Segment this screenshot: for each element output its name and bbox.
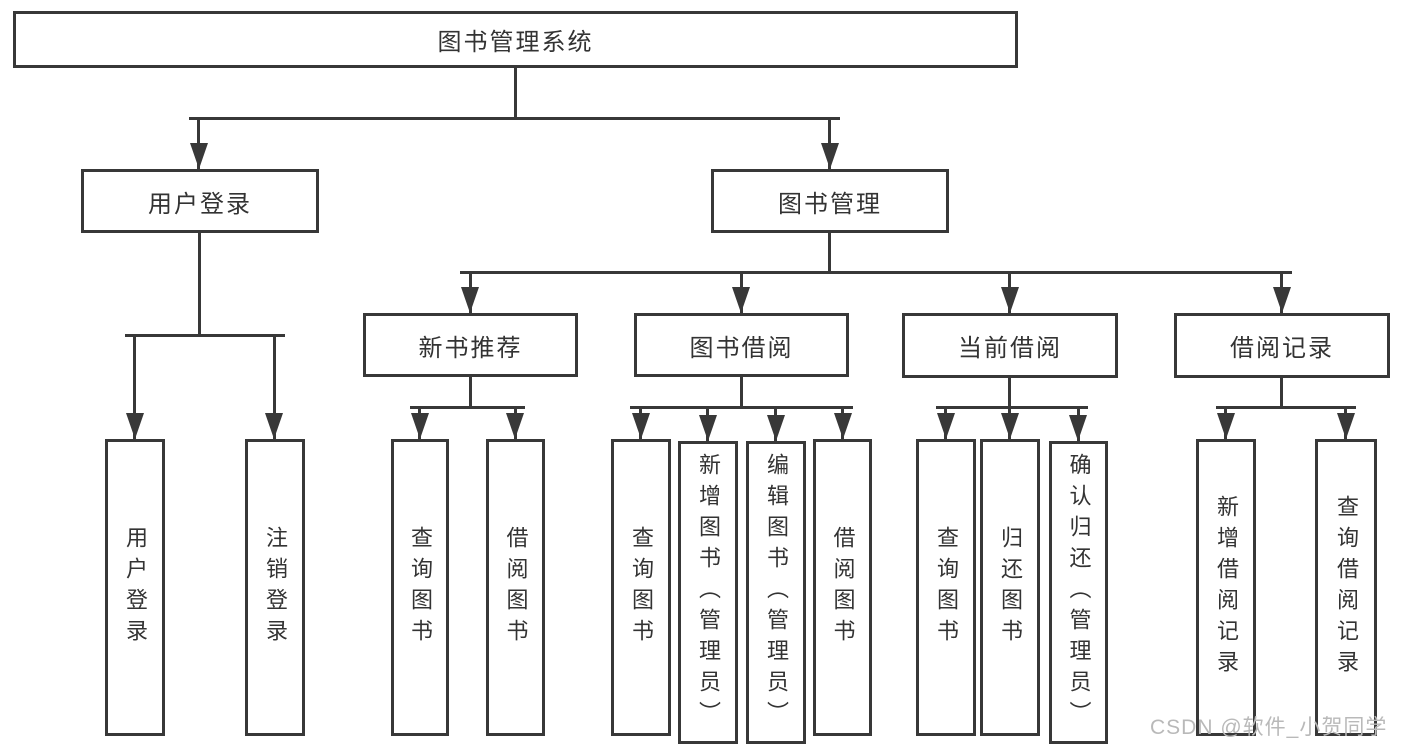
leaf-confirm-return-admin: 确认归还（管理员）: [1049, 441, 1108, 744]
leaf-logout: 注销登录: [245, 439, 305, 736]
leaf-borrowing-borrow-books-label: 借阅图书: [830, 525, 856, 650]
connector-level2-rail: [189, 117, 840, 120]
arrow-down-icon: [937, 413, 955, 439]
arrow-down-icon: [411, 413, 429, 439]
leaf-add-borrow-record-label: 新增借阅记录: [1214, 494, 1239, 681]
arrow-down-icon: [767, 415, 785, 441]
arrow-down-icon: [506, 413, 524, 439]
leaf-confirm-return-admin-label: 确认归还（管理员）: [1066, 453, 1092, 732]
arrow-down-icon: [1069, 415, 1087, 441]
arrow-down-icon: [1337, 413, 1355, 439]
connector-current-borrowing-stem: [1008, 378, 1011, 408]
connector-level3-rail: [460, 271, 1292, 274]
arrow-down-icon: [834, 413, 852, 439]
leaf-recommend-query-books-label: 查询图书: [408, 525, 433, 650]
connector-to-leaf-logout: [273, 334, 276, 439]
connector-user-login-rail: [125, 334, 285, 337]
node-current-borrowing-label: 当前借阅: [958, 335, 1062, 362]
connector-book-management-stem: [828, 233, 831, 273]
leaf-borrowing-query-books: 查询图书: [611, 439, 671, 736]
leaf-return-books: 归还图书: [980, 439, 1040, 736]
leaf-query-borrow-record-label: 查询借阅记录: [1334, 494, 1359, 681]
leaf-current-query-books-label: 查询图书: [934, 525, 959, 650]
leaf-edit-books-admin-label: 编辑图书（管理员）: [764, 453, 789, 732]
connector-recommend-rail: [410, 406, 525, 409]
node-borrow-records-label: 借阅记录: [1230, 335, 1334, 362]
leaf-recommend-query-books: 查询图书: [391, 439, 449, 736]
leaf-current-query-books: 查询图书: [916, 439, 976, 736]
node-current-borrowing: 当前借阅: [902, 313, 1118, 378]
arrow-down-icon: [1001, 287, 1019, 313]
arrow-down-icon: [126, 413, 144, 439]
arrow-down-icon: [1001, 413, 1019, 439]
arrow-down-icon: [821, 143, 839, 169]
leaf-borrowing-query-books-label: 查询图书: [629, 525, 654, 650]
leaf-recommend-borrow-books: 借阅图书: [486, 439, 545, 736]
leaf-borrowing-borrow-books: 借阅图书: [813, 439, 872, 736]
connector-borrowing-rail: [630, 406, 853, 409]
leaf-add-borrow-record: 新增借阅记录: [1196, 439, 1256, 736]
leaf-logout-label: 注销登录: [263, 525, 288, 650]
connector-current-rail: [936, 406, 1088, 409]
connector-records-rail: [1216, 406, 1356, 409]
connector-root-stem: [514, 68, 517, 119]
leaf-return-books-label: 归还图书: [998, 525, 1023, 650]
connector-user-login-stem: [198, 233, 201, 336]
node-root: 图书管理系统: [13, 11, 1018, 68]
leaf-query-borrow-record: 查询借阅记录: [1315, 439, 1377, 736]
leaf-edit-books-admin: 编辑图书（管理员）: [746, 441, 806, 744]
arrow-down-icon: [1273, 287, 1291, 313]
leaf-recommend-borrow-books-label: 借阅图书: [503, 525, 529, 650]
arrow-down-icon: [265, 413, 283, 439]
leaf-add-books-admin: 新增图书（管理员）: [678, 441, 738, 744]
connector-to-leaf-user-login: [133, 334, 136, 439]
leaf-user-login-label: 用户登录: [123, 525, 148, 650]
leaf-user-login: 用户登录: [105, 439, 165, 736]
node-book-management-label: 图书管理: [778, 190, 882, 218]
node-borrow-records: 借阅记录: [1174, 313, 1390, 378]
node-user-login: 用户登录: [81, 169, 319, 233]
arrow-down-icon: [699, 415, 717, 441]
node-book-borrowing: 图书借阅: [634, 313, 849, 377]
connector-book-borrowing-stem: [740, 377, 743, 408]
arrow-down-icon: [732, 287, 750, 313]
arrow-down-icon: [1217, 413, 1235, 439]
arrow-down-icon: [461, 287, 479, 313]
node-new-book-recommend-label: 新书推荐: [418, 334, 523, 362]
node-book-management: 图书管理: [711, 169, 949, 233]
node-new-book-recommend: 新书推荐: [363, 313, 578, 377]
leaf-add-books-admin-label: 新增图书（管理员）: [696, 453, 721, 732]
node-book-borrowing-label: 图书借阅: [689, 334, 794, 362]
connector-borrow-records-stem: [1280, 378, 1283, 408]
node-user-login-label: 用户登录: [148, 190, 252, 218]
node-root-label: 图书管理系统: [437, 29, 594, 56]
arrow-down-icon: [632, 413, 650, 439]
watermark: CSDN @软件_小贺同学: [1150, 716, 1388, 739]
arrow-down-icon: [190, 143, 208, 169]
connector-new-book-recommend-stem: [469, 377, 472, 408]
